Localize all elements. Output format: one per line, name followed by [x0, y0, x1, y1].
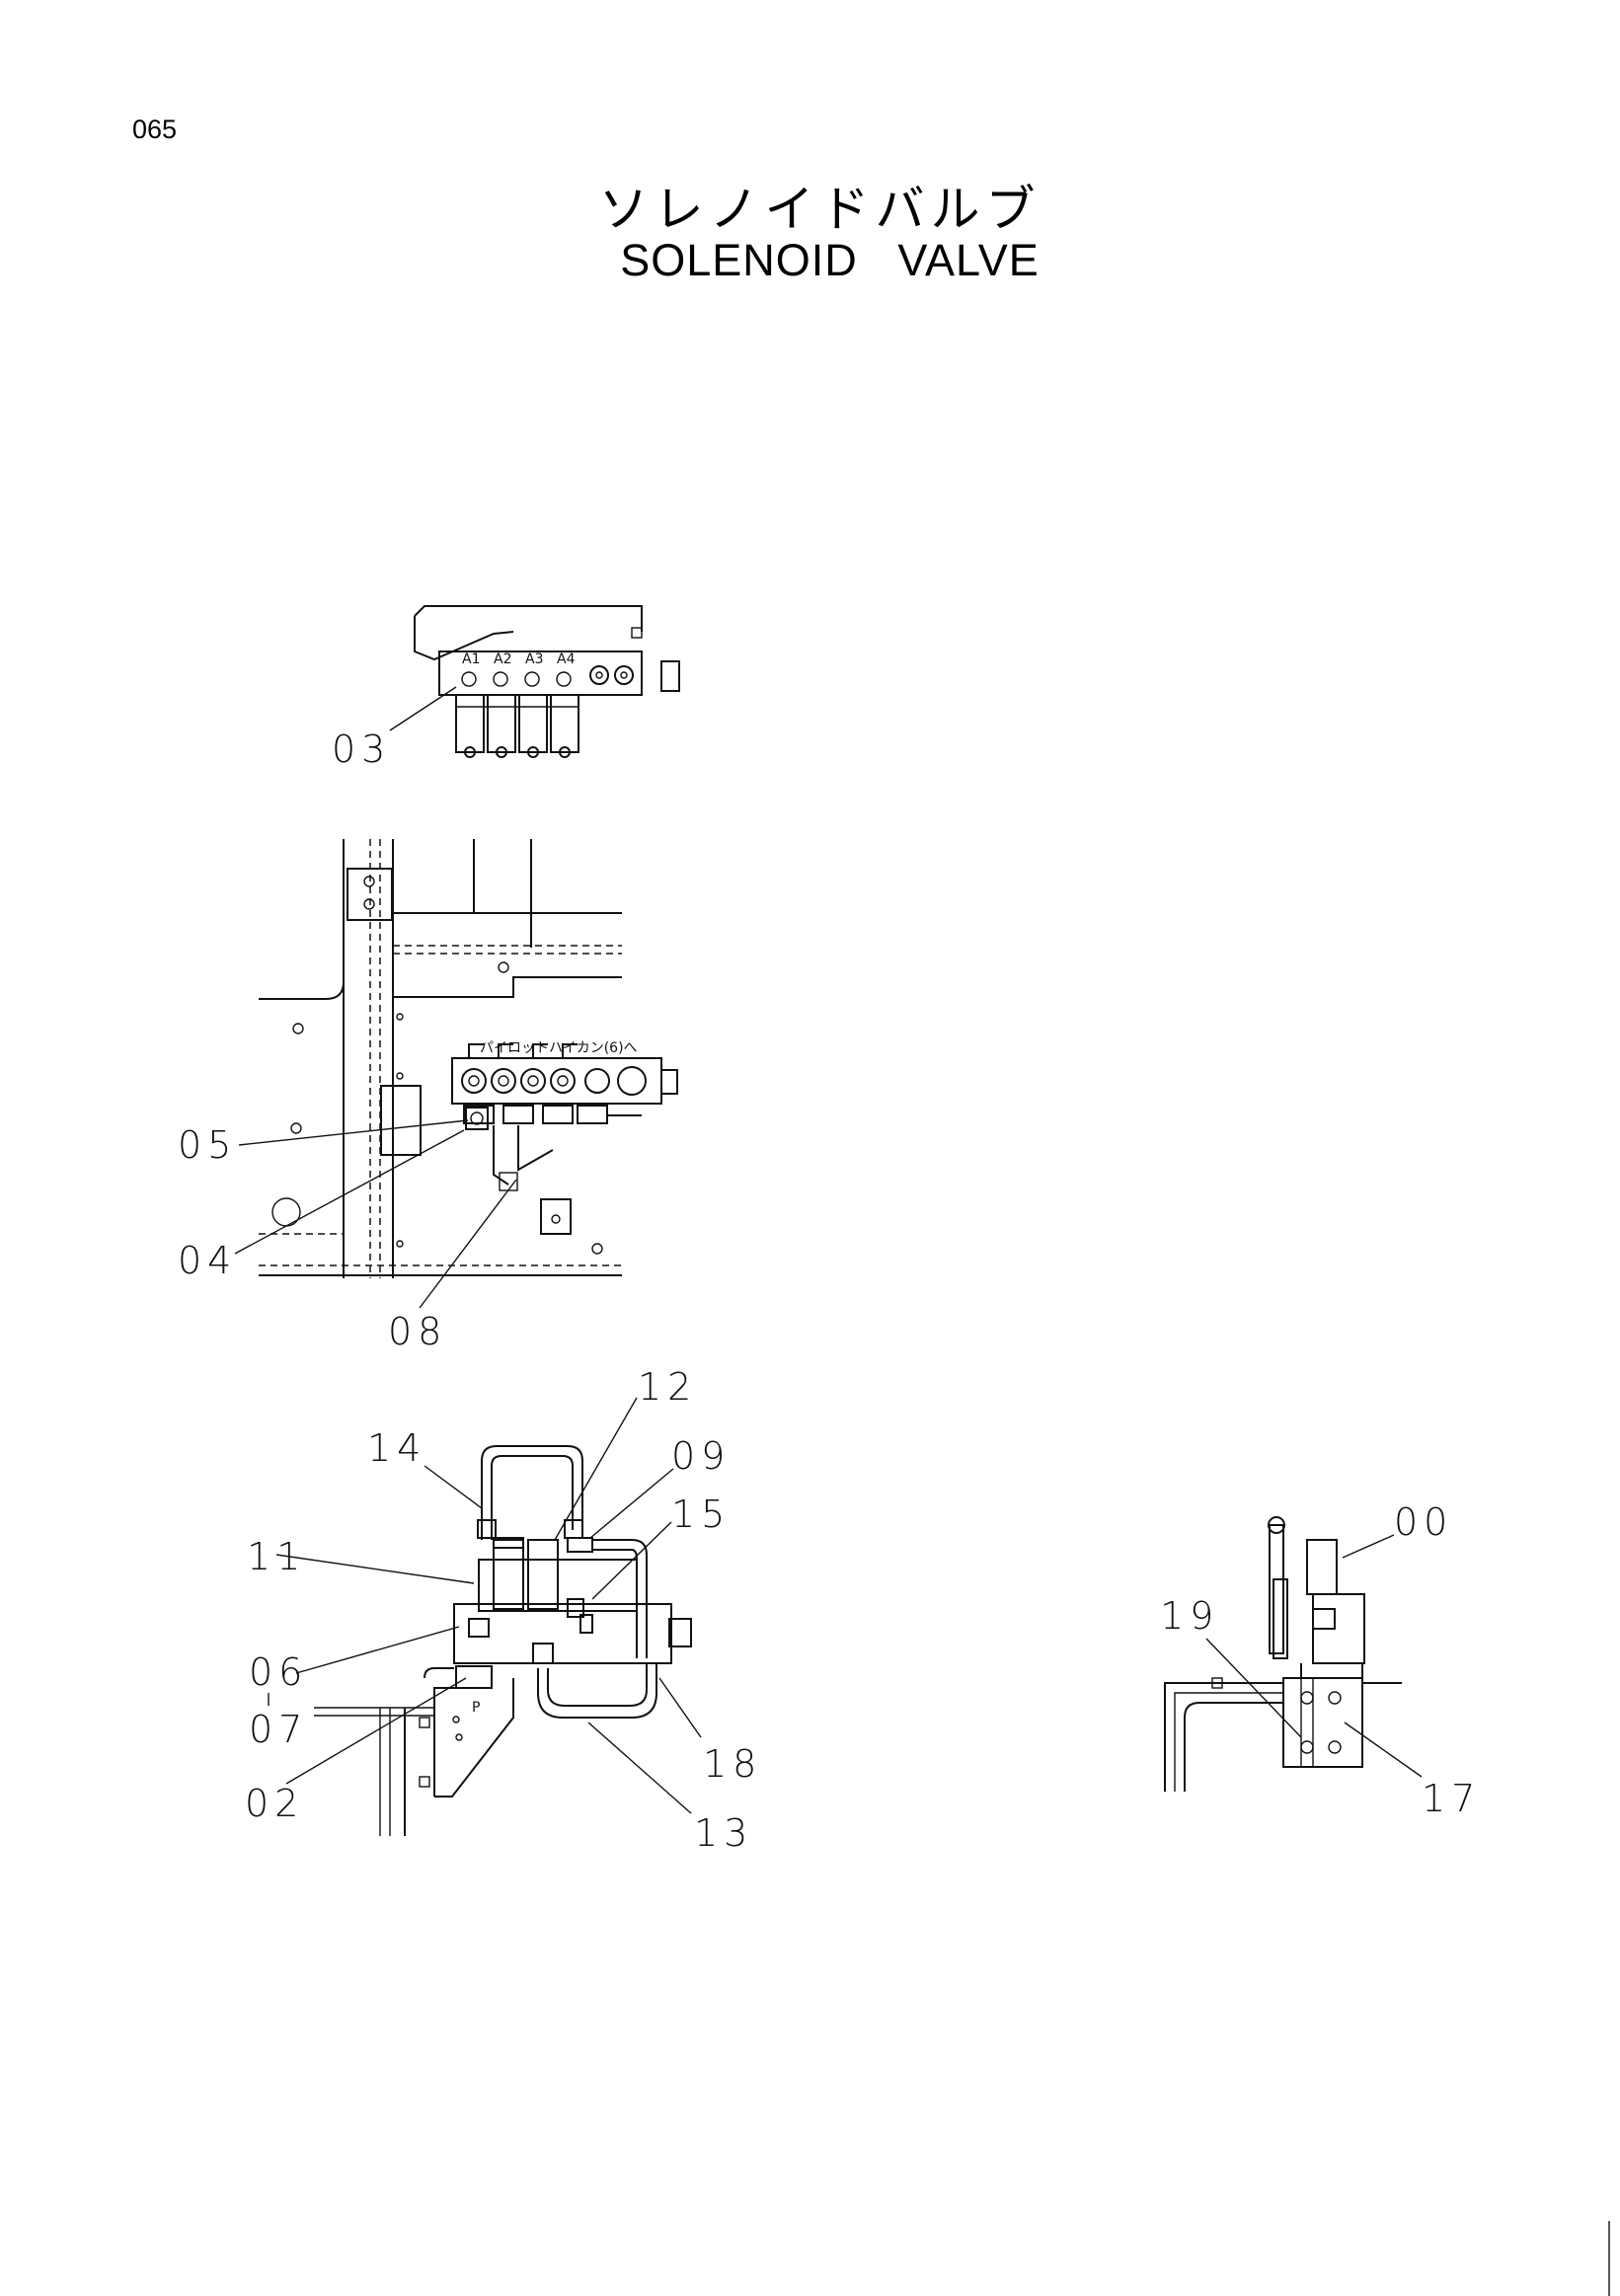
callout-08: 08 [388, 1310, 447, 1353]
port-label-a4: A4 [557, 651, 576, 667]
callout-02: 02 [245, 1782, 304, 1825]
callout-19: 19 [1160, 1594, 1219, 1638]
valve-piping-view: P [275, 1397, 702, 1836]
title-japanese: ソレノイドバルブ [598, 181, 1041, 238]
port-label-a2: A2 [494, 651, 511, 667]
port-label-a3: A3 [525, 651, 543, 667]
callout-06: 06 [249, 1650, 308, 1694]
callout-09: 09 [671, 1434, 731, 1478]
port-label-a1: A1 [462, 651, 480, 667]
callout-00: 00 [1394, 1500, 1453, 1544]
callout-04: 04 [178, 1239, 237, 1282]
callout-17: 17 [1422, 1777, 1481, 1820]
page-number: 065 [132, 115, 178, 144]
callout-18: 18 [703, 1742, 762, 1786]
callout-03: 03 [332, 727, 391, 771]
port-mark-p: P [472, 1700, 480, 1716]
valve-side-view [1164, 1516, 1423, 1792]
callout-12: 12 [638, 1365, 697, 1409]
callout-14: 14 [367, 1426, 426, 1470]
title-english: SOLENOID VALVE [620, 235, 1040, 285]
solenoid-valve-top-view: A1 A2 A3 A4 [389, 605, 680, 758]
callout-05: 05 [178, 1123, 237, 1167]
frame-mounting-view: パイロットハイカン(6)へ [234, 839, 678, 1309]
callout-11: 11 [247, 1535, 306, 1578]
callout-13: 13 [694, 1811, 753, 1855]
callout-07: 07 [249, 1708, 308, 1751]
pilot-note: パイロットハイカン(6)へ [480, 1040, 638, 1056]
callout-15: 15 [671, 1492, 731, 1536]
